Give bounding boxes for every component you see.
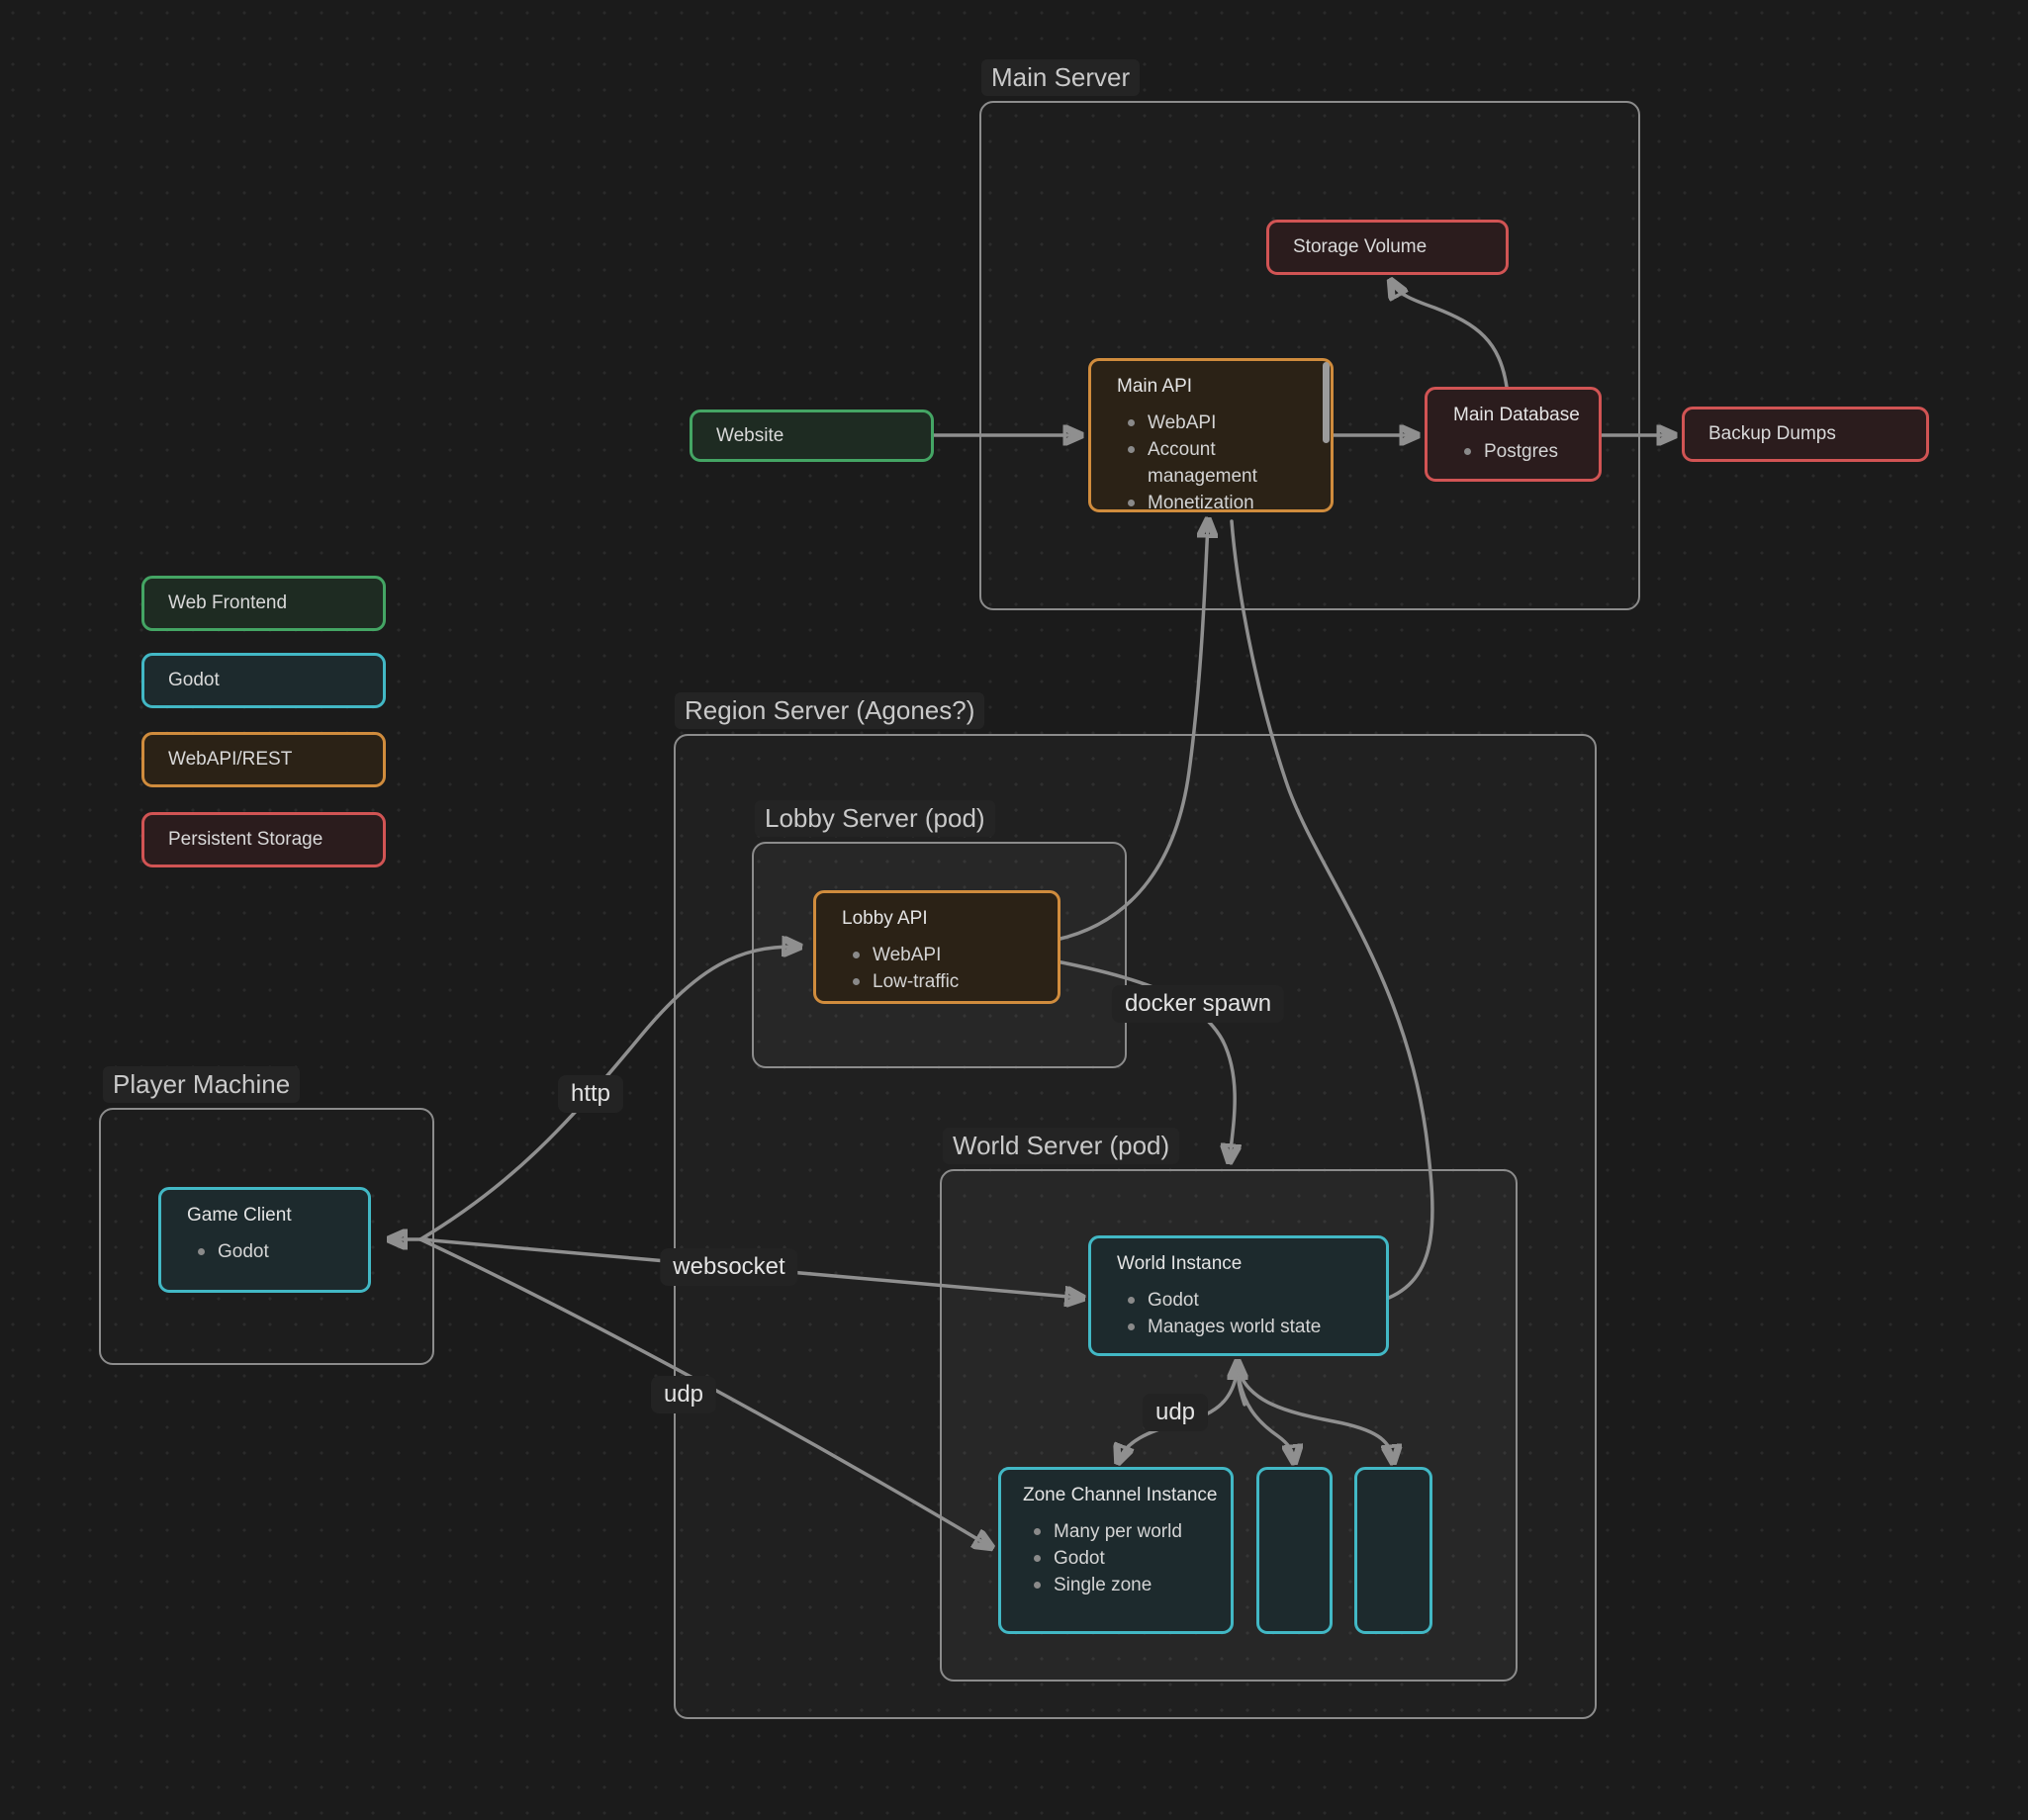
bullet-text: Godot bbox=[218, 1241, 269, 1262]
edge-fan-zone3[interactable] bbox=[1236, 1365, 1393, 1460]
edge-lobbyapi-mainapi[interactable] bbox=[1055, 522, 1208, 942]
edge-label-docker-spawn: docker spawn bbox=[1111, 985, 1285, 1023]
edge-label-http: http bbox=[557, 1075, 624, 1113]
node-lobby-api[interactable]: Lobby API WebAPI Low-traffic bbox=[813, 890, 1060, 1004]
legend-label: Godot bbox=[168, 670, 220, 690]
bullet-dot bbox=[1128, 419, 1135, 426]
legend-item-persistent-storage[interactable]: Persistent Storage bbox=[141, 812, 386, 867]
bullet-dot bbox=[1128, 1323, 1135, 1330]
main-api-scrollbar[interactable] bbox=[1323, 362, 1330, 443]
node-backup-dumps[interactable]: Backup Dumps bbox=[1682, 407, 1929, 462]
bullet-text: Monetization bbox=[1148, 493, 1254, 513]
bullet-dot bbox=[1034, 1528, 1041, 1535]
container-label-player-machine: Player Machine bbox=[103, 1066, 301, 1103]
node-main-api[interactable]: Main API WebAPI Account management Monet… bbox=[1088, 358, 1334, 513]
bullet-text: Account management bbox=[1148, 439, 1257, 487]
bullet-dot bbox=[853, 952, 860, 958]
container-label-main-server: Main Server bbox=[981, 59, 1141, 96]
container-player-machine[interactable] bbox=[99, 1108, 434, 1365]
node-game-client-title: Game Client bbox=[187, 1205, 292, 1226]
container-label-world-server: World Server (pod) bbox=[943, 1128, 1180, 1164]
bullet-text: WebAPI bbox=[873, 945, 942, 965]
bullet-text: Godot bbox=[1148, 1290, 1199, 1311]
node-website[interactable]: Website bbox=[690, 410, 934, 462]
legend-item-webapi-rest[interactable]: WebAPI/REST bbox=[141, 732, 386, 787]
legend-item-godot[interactable]: Godot bbox=[141, 653, 386, 708]
node-main-api-title: Main API bbox=[1117, 376, 1193, 397]
container-world-server[interactable] bbox=[940, 1169, 1518, 1682]
bullet-dot bbox=[1464, 448, 1471, 455]
bullet-dot bbox=[1128, 446, 1135, 453]
node-backup-dumps-label: Backup Dumps bbox=[1708, 423, 1836, 444]
bullet-text: Postgres bbox=[1484, 441, 1558, 462]
bullet-dot bbox=[1034, 1555, 1041, 1562]
edge-http[interactable] bbox=[418, 947, 797, 1241]
node-zone-channel-instance[interactable]: Zone Channel Instance Many per world God… bbox=[998, 1467, 1234, 1634]
edge-label-udp-client: udp bbox=[650, 1376, 717, 1413]
edge-label-udp-world: udp bbox=[1142, 1394, 1209, 1431]
edge-fan-zone2[interactable] bbox=[1236, 1365, 1294, 1460]
node-main-database-title: Main Database bbox=[1453, 405, 1580, 425]
legend-label: Web Frontend bbox=[168, 592, 288, 613]
bullet-text: Many per world bbox=[1054, 1521, 1182, 1542]
node-zone-channel-title: Zone Channel Instance bbox=[1023, 1485, 1218, 1505]
bullet-dot bbox=[1128, 1297, 1135, 1304]
bullet-dot bbox=[853, 978, 860, 985]
node-game-client[interactable]: Game Client Godot bbox=[158, 1187, 371, 1293]
bullet-dot bbox=[198, 1248, 205, 1255]
container-label-region-server: Region Server (Agones?) bbox=[675, 692, 985, 729]
edge-worldinstance-mainapi[interactable] bbox=[1230, 519, 1434, 1300]
node-zone-instance-3[interactable] bbox=[1354, 1467, 1432, 1634]
node-world-instance[interactable]: World Instance Godot Manages world state bbox=[1088, 1235, 1389, 1356]
bullet-dot bbox=[1128, 500, 1135, 506]
node-main-database[interactable]: Main Database Postgres bbox=[1425, 387, 1602, 482]
legend-label: Persistent Storage bbox=[168, 829, 323, 850]
node-lobby-api-title: Lobby API bbox=[842, 908, 928, 929]
edge-label-websocket: websocket bbox=[660, 1248, 798, 1286]
node-website-label: Website bbox=[716, 424, 784, 446]
bullet-text: Manages world state bbox=[1148, 1317, 1322, 1337]
legend-item-web-frontend[interactable]: Web Frontend bbox=[141, 576, 386, 631]
bullet-text: Godot bbox=[1054, 1548, 1105, 1569]
node-world-instance-title: World Instance bbox=[1117, 1253, 1243, 1274]
bullet-text: Low-traffic bbox=[873, 971, 960, 992]
legend-label: WebAPI/REST bbox=[168, 749, 293, 770]
bullet-dot bbox=[1034, 1582, 1041, 1589]
node-zone-instance-2[interactable] bbox=[1256, 1467, 1333, 1634]
container-lobby-server[interactable] bbox=[752, 842, 1127, 1068]
bullet-text: Single zone bbox=[1054, 1575, 1152, 1595]
edge-maindb-storage[interactable] bbox=[1392, 283, 1509, 389]
container-label-lobby-server: Lobby Server (pod) bbox=[755, 800, 995, 837]
bullet-text: WebAPI bbox=[1148, 412, 1217, 433]
node-storage-volume-label: Storage Volume bbox=[1293, 236, 1428, 257]
container-main-server[interactable] bbox=[979, 101, 1640, 610]
container-region-server[interactable] bbox=[674, 734, 1597, 1719]
edge-docker-spawn[interactable] bbox=[1055, 959, 1235, 1159]
node-storage-volume[interactable]: Storage Volume bbox=[1266, 220, 1509, 275]
